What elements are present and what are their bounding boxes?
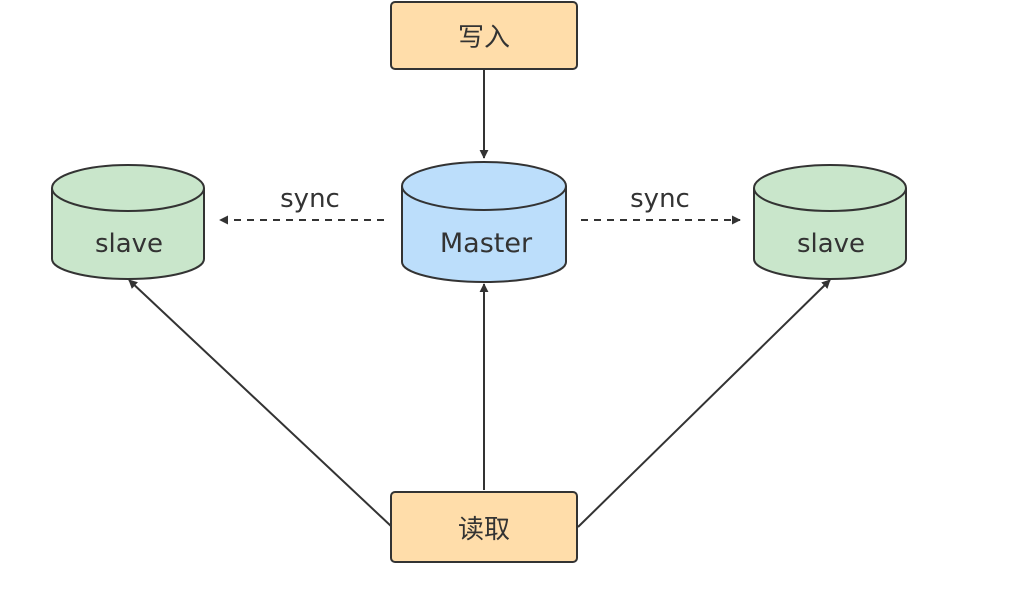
master-cylinder-body: [401, 186, 567, 283]
slave-right-node: slave: [753, 164, 907, 280]
slave-left-cylinder-body: [51, 188, 205, 280]
slave-right-cylinder-top: [753, 164, 907, 212]
sync-right-label: sync: [630, 184, 690, 214]
read-to-slave-left-arrow: [128, 279, 393, 528]
read-box: [390, 491, 578, 563]
sync-left-label: sync: [280, 184, 340, 214]
write-box: [390, 1, 578, 70]
edges: [128, 70, 831, 528]
slave-left-node: slave: [51, 164, 205, 280]
read-to-slave-right-arrow: [577, 279, 831, 528]
slave-right-cylinder-body: [753, 188, 907, 280]
read-label: 读取: [458, 515, 510, 545]
read-node: 读取: [390, 491, 578, 563]
write-label: 写入: [458, 23, 510, 53]
write-node: 写入: [390, 1, 578, 70]
slave-right-label: slave: [797, 229, 865, 259]
slave-left-cylinder-top: [51, 164, 205, 212]
master-node: Master: [401, 161, 567, 283]
master-label: Master: [440, 228, 533, 259]
master-cylinder-top: [401, 161, 567, 211]
slave-left-label: slave: [95, 229, 163, 259]
